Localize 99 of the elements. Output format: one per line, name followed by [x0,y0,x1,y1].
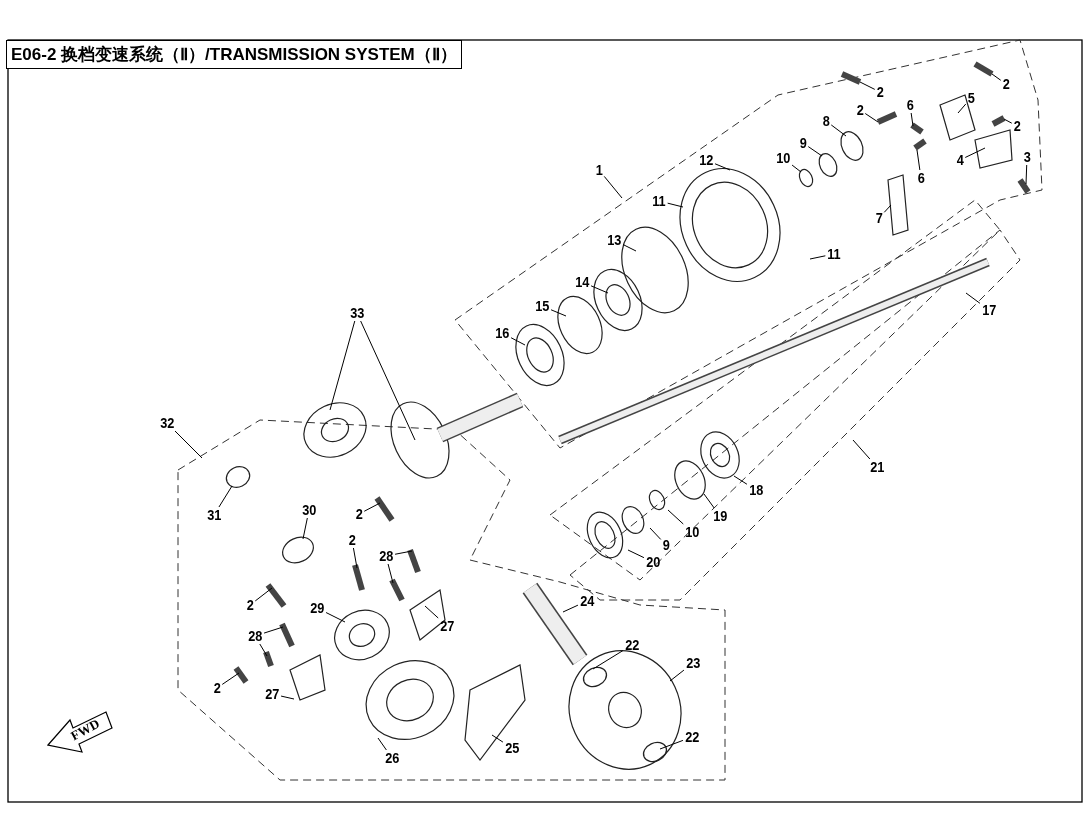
leader-line [965,292,981,304]
callout-number: 21 [868,459,885,475]
callout-number: 18 [747,482,764,498]
direction-label: FWD [68,715,103,745]
callout-number: 2 [354,506,364,522]
title: E06-2 换档变速系统（Ⅱ）/TRANSMISSION SYSTEM（Ⅱ） [6,40,462,69]
callout-number: 2 [1012,118,1022,134]
leader-line [491,734,504,743]
leader-line [1003,118,1013,124]
callout-number: 4 [955,152,965,168]
leader-line [667,509,684,525]
callout-number: 3 [1022,149,1032,165]
leader-line [550,309,567,317]
callout-number: 11 [651,193,667,209]
leader-line [510,337,526,346]
leader-line [218,485,233,508]
leader-line [622,244,637,252]
callout-number: 24 [578,593,595,609]
leader-line [360,320,416,441]
leader-line [263,626,284,634]
callout-number: 2 [1001,76,1011,92]
callout-number: 2 [245,597,255,613]
callout-number: 9 [661,537,671,553]
callout-number: 27 [263,686,280,702]
callout-number: 30 [300,502,317,518]
leader-line [714,163,731,171]
callout-number: 2 [855,102,865,118]
callout-number: 20 [644,554,661,570]
leader-line [363,502,381,512]
callout-number: 8 [821,113,831,129]
leader-line [424,605,439,619]
callout-number: 10 [683,524,700,540]
leader-line [377,737,387,751]
callout-number: 7 [874,210,884,226]
leader-line [174,430,203,459]
callout-number: 11 [826,246,842,262]
leader-line [667,202,684,208]
leader-line [627,549,645,559]
leader-line [325,612,346,623]
leader-line [916,149,921,171]
leader-line [864,113,879,123]
leader-line [964,147,986,158]
leader-line [562,604,579,613]
leader-line [394,550,413,555]
leader-line [991,73,1002,81]
leader-line [221,672,240,685]
leader-line [807,146,823,157]
callout-number: 16 [493,325,510,341]
callout-number: 6 [916,170,926,186]
leader-line [329,320,356,411]
callout-number: 2 [875,84,885,100]
callout-number: 15 [533,298,550,314]
leader-line [259,643,268,657]
leader-line [603,175,623,199]
callout-number: 25 [503,740,520,756]
leader-line [791,164,802,173]
callout-number: 27 [438,618,455,634]
callout-number: 28 [377,548,394,564]
callout-number: 2 [212,680,222,696]
leader-line [883,204,892,213]
leader-line [280,695,295,700]
leader-line [1025,164,1028,185]
callout-number: 31 [205,507,222,523]
callout-number: 9 [798,135,808,151]
leader-line [387,563,394,584]
callout-number: 13 [605,232,622,248]
leader-line [859,81,876,90]
callout-number: 33 [348,305,365,321]
callout-number: 22 [623,637,640,653]
leader-line [852,439,871,460]
leader-line [649,527,662,540]
callout-number: 32 [158,415,175,431]
leader-line [669,669,685,682]
leader-line [910,112,914,127]
callout-number: 22 [683,729,700,745]
leader-line [830,124,847,137]
callout-number: 28 [246,628,263,644]
leader-line [703,493,715,509]
callout-number: 29 [308,600,325,616]
leader-line [302,517,308,540]
callout-number: 26 [383,750,400,766]
callout-number: 14 [573,274,590,290]
callout-number: 2 [347,532,357,548]
leader-line [592,650,624,670]
callout-number: 10 [774,150,791,166]
callout-number: 23 [684,655,701,671]
leader-line [590,285,609,294]
leader-line [352,547,358,569]
callout-number: 17 [980,302,997,318]
leader-line [254,587,273,602]
callout-number: 6 [905,97,915,113]
callout-number: 1 [594,162,604,178]
leader-line [733,475,748,485]
callout-number: 5 [966,90,976,106]
callout-number: 19 [711,508,728,524]
leader-line [659,739,684,750]
leader-line [957,103,967,114]
callout-number: 12 [697,152,714,168]
leader-line [809,255,826,260]
